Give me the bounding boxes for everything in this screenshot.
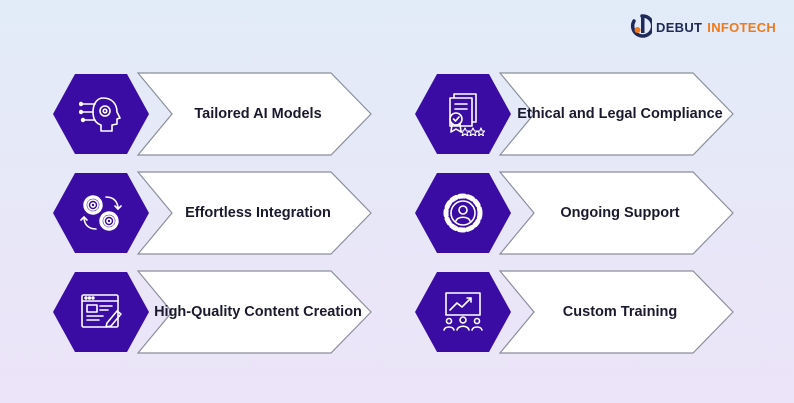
brand-name-primary: DEBUT xyxy=(656,19,703,35)
content-creation-icon xyxy=(81,294,122,328)
card-arrow-shape xyxy=(136,270,372,354)
feature-card-ethical-legal: Ethical and Legal Compliance xyxy=(415,72,735,156)
card-arrow-shape xyxy=(136,72,372,156)
card-hexagon xyxy=(53,272,149,352)
card-label: Custom Training xyxy=(562,304,678,320)
ai-brain-icon xyxy=(79,97,121,132)
feature-card-content-creation: High-Quality Content Creation xyxy=(53,270,373,354)
card-hexagon xyxy=(415,272,511,352)
feature-card-custom-training: Custom Training xyxy=(415,270,735,354)
debut-d-logo-icon xyxy=(630,14,652,38)
brand-name-secondary: INFOTECH xyxy=(707,19,777,35)
card-hexagon xyxy=(53,173,149,253)
card-arrow-shape xyxy=(498,270,734,354)
card-arrow-shape xyxy=(136,171,372,255)
integration-gears-icon xyxy=(80,195,122,231)
custom-training-icon xyxy=(443,292,483,331)
card-arrow-shape xyxy=(498,171,734,255)
card-label: Ongoing Support xyxy=(560,205,680,221)
support-gear-user-icon xyxy=(443,193,483,233)
card-arrow-shape xyxy=(498,72,734,156)
feature-card-effortless-integration: Effortless Integration xyxy=(53,171,373,255)
card-label: Tailored AI Models xyxy=(194,106,322,122)
card-label: Ethical and Legal Compliance xyxy=(517,106,723,122)
feature-card-tailored-ai: Tailored AI Models xyxy=(53,72,373,156)
card-label: High-Quality Content Creation xyxy=(154,304,362,320)
card-label: Effortless Integration xyxy=(185,205,331,221)
compliance-document-icon xyxy=(449,93,485,136)
card-hexagon xyxy=(415,173,511,253)
feature-card-ongoing-support: Ongoing Support xyxy=(415,171,735,255)
